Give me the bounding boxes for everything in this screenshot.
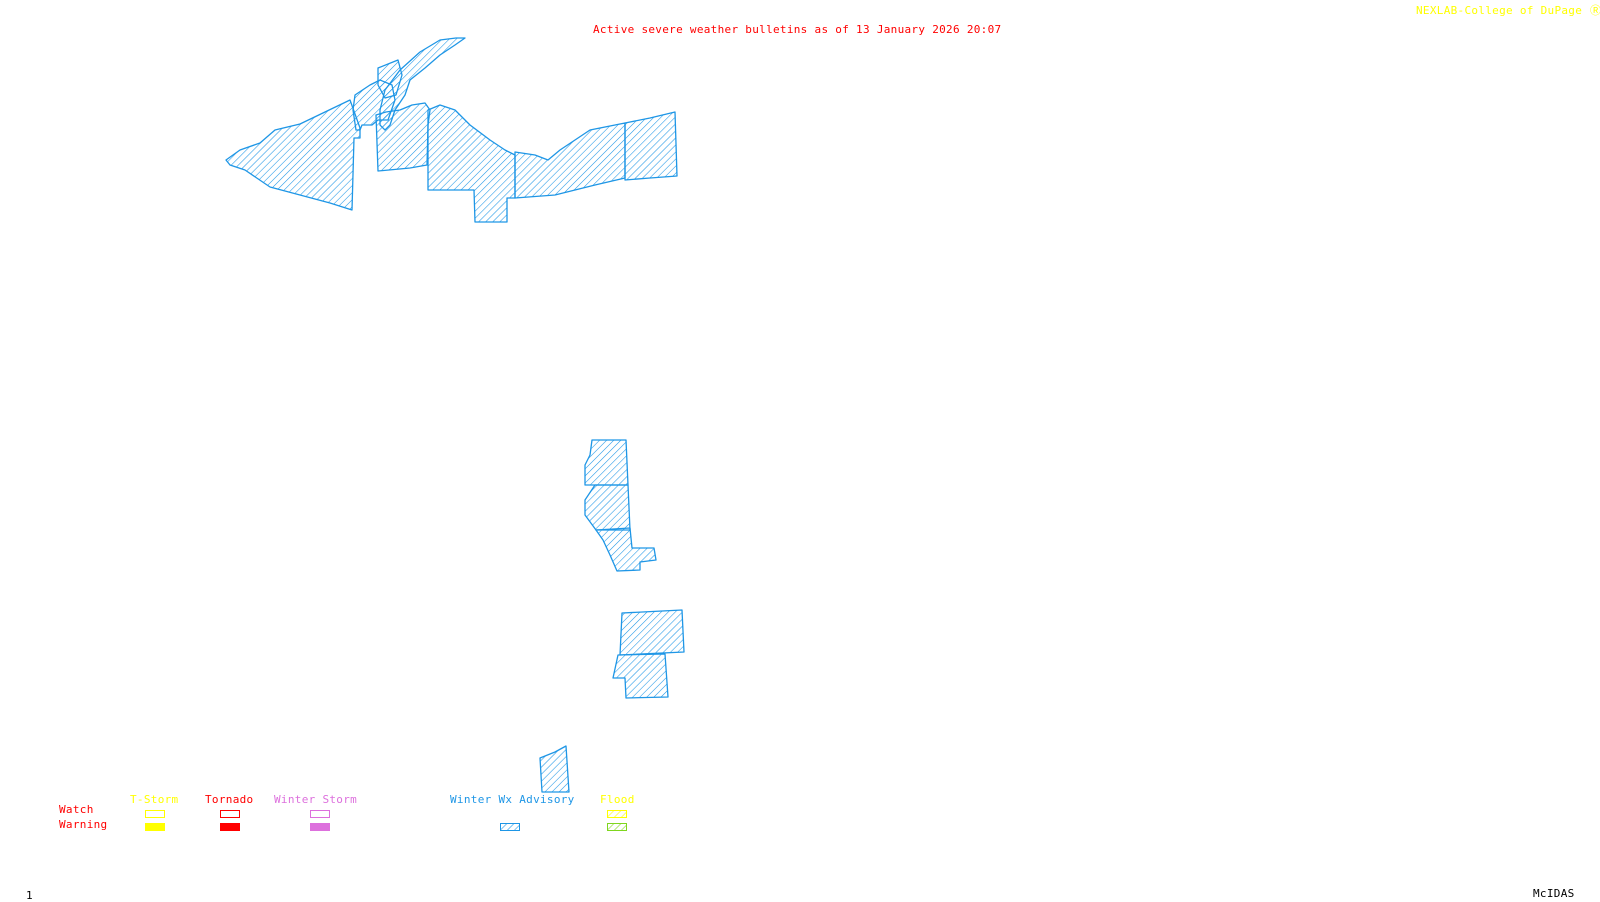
county-polygon xyxy=(595,527,657,572)
page-title: Active severe weather bulletins as of 13… xyxy=(593,23,1002,36)
county-polygon xyxy=(584,439,629,486)
registered-icon: Ⓡ xyxy=(1590,4,1600,17)
tornado-warning-swatch xyxy=(220,823,240,831)
legend-winter-wx-advisory-label: Winter Wx Advisory xyxy=(450,793,575,806)
winter-storm-watch-swatch xyxy=(310,810,330,818)
credit-label: NEXLAB-College of DuPage xyxy=(1416,4,1583,17)
frame-number: 1 xyxy=(26,889,33,902)
winter-wx-advisory-swatch xyxy=(500,823,520,831)
county-polygon xyxy=(612,653,669,699)
legend-watch-label: Watch xyxy=(59,803,94,816)
legend-flood-label: Flood xyxy=(600,793,635,806)
tornado-watch-swatch xyxy=(220,810,240,818)
winter-storm-warning-swatch xyxy=(310,823,330,831)
county-polygon xyxy=(584,484,631,531)
tstorm-warning-swatch xyxy=(145,823,165,831)
flood-watch-swatch xyxy=(607,810,627,818)
county-polygon xyxy=(375,102,431,172)
county-polygon xyxy=(514,122,626,199)
legend-tstorm-label: T-Storm xyxy=(130,793,179,806)
county-polygon xyxy=(427,104,516,223)
county-polygon xyxy=(539,745,570,793)
county-polygon xyxy=(225,99,361,211)
legend-winter-storm-label: Winter Storm xyxy=(274,793,358,806)
software-label: McIDAS xyxy=(1533,887,1575,900)
flood-warning-swatch xyxy=(607,823,627,831)
legend-warning-label: Warning xyxy=(59,818,108,831)
county-polygon xyxy=(619,609,685,656)
legend-tornado-label: Tornado xyxy=(205,793,254,806)
tstorm-watch-swatch xyxy=(145,810,165,818)
county-polygon xyxy=(624,111,678,181)
